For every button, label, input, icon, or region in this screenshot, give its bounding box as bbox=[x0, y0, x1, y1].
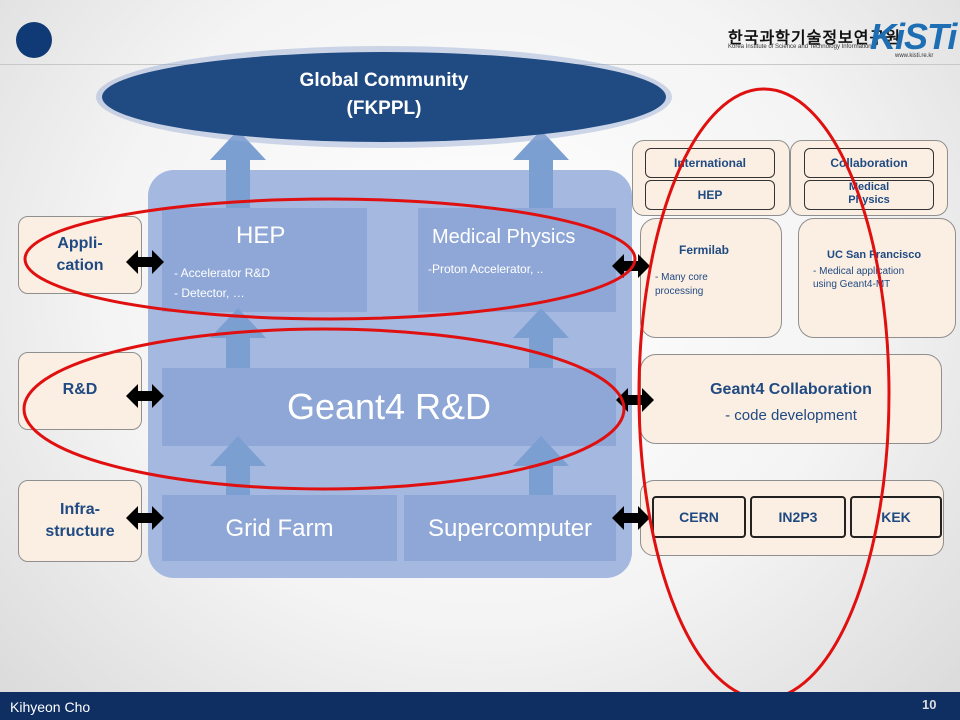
in2p3-pill: IN2P3 bbox=[750, 496, 846, 538]
medical-title: Medical Physics bbox=[432, 226, 576, 248]
medical-line1: -Proton Accelerator, .. bbox=[428, 262, 544, 276]
fermilab-box: Fermilab - Many core processing bbox=[640, 218, 782, 338]
application-label: Appli- cation bbox=[56, 235, 104, 274]
highlight-ellipse-application bbox=[23, 197, 637, 321]
international-pill: International bbox=[645, 148, 775, 178]
logo-url-text: www.kisti.re.kr bbox=[895, 53, 934, 59]
footer-bar bbox=[0, 692, 960, 720]
geant4-collab-desc: - code development bbox=[725, 407, 857, 424]
geant4-block: Geant4 R&D bbox=[162, 368, 616, 446]
ucsf-box: UC San Francisco - Medical application u… bbox=[798, 218, 956, 338]
grid-farm-label: Grid Farm bbox=[225, 515, 334, 542]
collaboration-pill: Collaboration bbox=[804, 148, 934, 178]
fermilab-desc: - Many core processing bbox=[655, 272, 708, 297]
infrastructure-label: Infra- structure bbox=[45, 501, 115, 540]
geant4-collab-title: Geant4 Collaboration bbox=[710, 381, 872, 398]
decor-dot bbox=[16, 22, 52, 58]
hep-line2: - Detector, … bbox=[174, 286, 245, 300]
geant4-collab-box: Geant4 Collaboration - code development bbox=[640, 354, 942, 444]
rnd-label: R&D bbox=[62, 381, 98, 398]
geant4-title: Geant4 R&D bbox=[286, 386, 492, 427]
hep-line1: - Accelerator R&D bbox=[174, 266, 271, 280]
kisti-logo: KiSTi bbox=[870, 16, 957, 57]
grid-farm-block: Grid Farm bbox=[162, 495, 397, 561]
ucsf-desc: - Medical application using Geant4-MT bbox=[813, 266, 905, 290]
supercomputer-block: Supercomputer bbox=[404, 495, 616, 561]
arrow-up-super bbox=[513, 436, 569, 466]
kek-pill: KEK bbox=[850, 496, 942, 538]
global-community-title: Global Community bbox=[299, 70, 469, 91]
footer-author: Kihyeon Cho bbox=[10, 699, 91, 715]
hep-block: HEP - Accelerator R&D - Detector, … bbox=[162, 208, 367, 312]
double-arrow-infra bbox=[126, 506, 164, 530]
page-number: 10 bbox=[922, 697, 937, 712]
logo-english-text: Korea Institute of Science and Technolog… bbox=[728, 44, 872, 50]
double-arrow-rnd-right bbox=[616, 388, 654, 412]
application-box: Appli- cation bbox=[18, 216, 142, 294]
double-arrow-application bbox=[126, 250, 164, 274]
arrow-shaft-med-top bbox=[529, 156, 553, 210]
infrastructure-box: Infra- structure bbox=[18, 480, 142, 562]
double-arrow-infra-right bbox=[612, 506, 650, 530]
arrow-up-med-mid bbox=[513, 308, 569, 338]
arrow-up-grid bbox=[210, 436, 266, 466]
fermilab-title: Fermilab bbox=[679, 243, 730, 257]
highlight-ellipse-rnd bbox=[22, 327, 626, 491]
global-community-subtitle: (FKPPL) bbox=[346, 98, 422, 119]
supercomputer-label: Supercomputer bbox=[427, 515, 593, 542]
rnd-box: R&D bbox=[18, 352, 142, 430]
double-arrow-application-right bbox=[612, 254, 650, 278]
logo-korean-text: 한국과학기술정보연구원 bbox=[728, 30, 901, 47]
medical-block: Medical Physics -Proton Accelerator, .. bbox=[418, 208, 616, 312]
highlight-ellipse-right bbox=[637, 87, 891, 701]
cern-pill: CERN bbox=[652, 496, 746, 538]
double-arrow-rnd bbox=[126, 384, 164, 408]
global-community-ellipse: Global Community (FKPPL) bbox=[102, 52, 666, 142]
hep-title: HEP bbox=[236, 222, 286, 249]
